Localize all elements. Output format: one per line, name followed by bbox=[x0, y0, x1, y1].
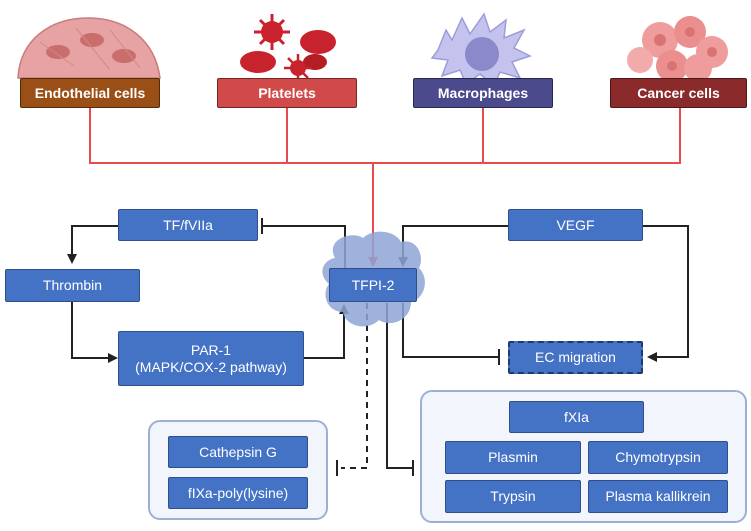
plasmin-node: Plasmin bbox=[445, 441, 581, 474]
trypsin-node: Trypsin bbox=[445, 480, 581, 513]
inhibit-right-group-line bbox=[386, 303, 413, 469]
endothelial-cells-icon bbox=[17, 17, 161, 79]
fixa-poly-lysine-node: fIXa-poly(lysine) bbox=[168, 477, 308, 509]
par1-label: PAR-1 (MAPK/COX-2 pathway) bbox=[135, 341, 287, 375]
cathepsin-g-node: Cathepsin G bbox=[168, 436, 308, 468]
vegf-label: VEGF bbox=[556, 216, 595, 233]
platelets-label: Platelets bbox=[258, 85, 316, 101]
cancer-cells-box: Cancer cells bbox=[610, 78, 747, 108]
chymotrypsin-label: Chymotrypsin bbox=[615, 449, 701, 465]
vegf-node: VEGF bbox=[508, 209, 643, 241]
inhibit-left-group-dashed-line bbox=[341, 303, 368, 469]
tf-fviia-node: TF/fVIIa bbox=[118, 209, 258, 241]
ec-migration-label: EC migration bbox=[535, 349, 616, 365]
macrophages-label: Macrophages bbox=[437, 85, 529, 101]
macrophages-box: Macrophages bbox=[413, 78, 553, 108]
red-line-bus bbox=[89, 108, 681, 164]
fxia-label: fXIa bbox=[564, 408, 589, 425]
plasma-kallikrein-label: Plasma kallikrein bbox=[605, 488, 711, 504]
fxia-node: fXIa bbox=[509, 401, 644, 433]
thrombin-label: Thrombin bbox=[42, 277, 103, 293]
cancer-cells-icon bbox=[627, 16, 728, 82]
platelets-box: Platelets bbox=[217, 78, 357, 108]
thrombin-node: Thrombin bbox=[5, 269, 140, 302]
par1-node: PAR-1 (MAPK/COX-2 pathway) bbox=[118, 331, 304, 386]
chymotrypsin-node: Chymotrypsin bbox=[588, 441, 728, 474]
trypsin-label: Trypsin bbox=[490, 488, 536, 504]
tfpi2-node: TFPI-2 bbox=[329, 268, 417, 302]
arrow-par1-to-tfpi2 bbox=[304, 304, 349, 359]
arrow-vegf-to-ec bbox=[643, 225, 689, 362]
ec-migration-node: EC migration bbox=[508, 341, 643, 374]
tf-fviia-label: TF/fVIIa bbox=[163, 216, 213, 233]
cell-icons bbox=[17, 12, 728, 88]
platelets-icon bbox=[240, 14, 336, 82]
inhibit-ec-line bbox=[402, 303, 499, 358]
cancer-cells-label: Cancer cells bbox=[637, 85, 720, 101]
arrow-thrombin-to-par1 bbox=[71, 302, 118, 363]
plasmin-label: Plasmin bbox=[488, 449, 538, 465]
plasma-kallikrein-node: Plasma kallikrein bbox=[588, 480, 728, 513]
tfpi2-label: TFPI-2 bbox=[351, 276, 395, 293]
endothelial-cells-label: Endothelial cells bbox=[34, 85, 146, 101]
arrow-tf-to-thrombin bbox=[67, 225, 118, 264]
fixa-poly-lysine-label: fIXa-poly(lysine) bbox=[187, 484, 289, 501]
cathepsin-g-label: Cathepsin G bbox=[199, 443, 277, 460]
endothelial-cells-box: Endothelial cells bbox=[20, 78, 160, 108]
macrophages-icon bbox=[430, 12, 532, 88]
